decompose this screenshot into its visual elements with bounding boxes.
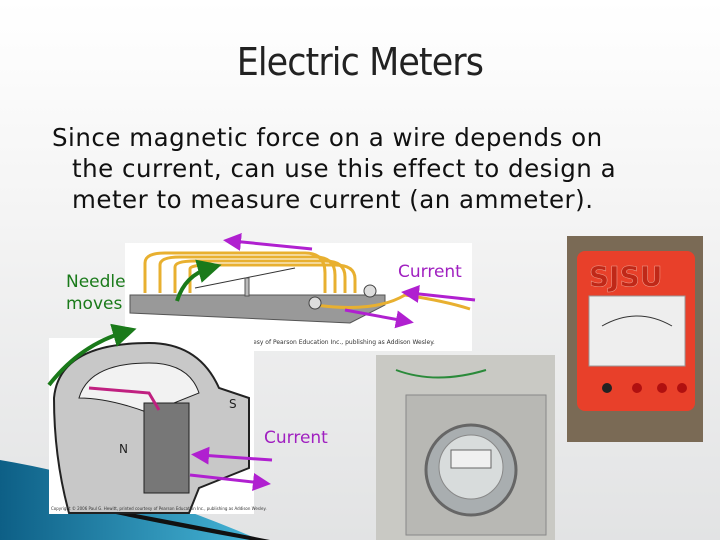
current-arrows (189, 232, 476, 491)
pole-s: S (229, 397, 237, 411)
arrow-left-icon (191, 446, 273, 465)
body-line: the current, can use this effect to desi… (72, 154, 617, 183)
slide-body-text: Since magnetic force on a wire depends o… (52, 122, 692, 215)
needle-moves-label: Needle moves (66, 271, 126, 315)
image-credit: esy of Pearson Education Inc., publishin… (253, 339, 435, 346)
needle-arrow-icon (175, 259, 222, 302)
magnet-drawing: N S (52, 341, 250, 514)
current-label: Current (264, 428, 328, 448)
arrow-left-icon (401, 285, 476, 303)
slide-title: Electric Meters (236, 40, 484, 84)
sjsu-logo: SJSU (589, 260, 663, 293)
arrow-left-icon (223, 232, 313, 251)
ammeter-photo-drawing: SJSU (577, 251, 695, 411)
galvanometer-magnet-illustration: N S Copyright © 2006 Paul G. Hewitt, pri… (49, 338, 267, 514)
rotation-arrow-icon (47, 323, 137, 387)
electric-meter-photo (376, 355, 555, 540)
meter-photo-drawing (395, 369, 547, 536)
body-line: Since magnetic force on a wire depends o… (52, 123, 603, 152)
label-line: moves (66, 294, 123, 314)
arrow-right-icon (344, 308, 414, 329)
sjsu-ammeter-photo: SJSU (567, 236, 703, 442)
label-line: Needle (66, 272, 126, 292)
body-line: meter to measure current (an ammeter). (72, 185, 594, 214)
arrow-right-icon (189, 473, 271, 491)
coil-drawing (129, 251, 471, 324)
image-credit: Copyright © 2006 Paul G. Hewitt, printed… (51, 506, 267, 511)
pole-n: N (119, 442, 128, 456)
current-label: Current (398, 262, 462, 282)
galvanometer-coil-illustration: esy of Pearson Education Inc., publishin… (125, 243, 472, 351)
